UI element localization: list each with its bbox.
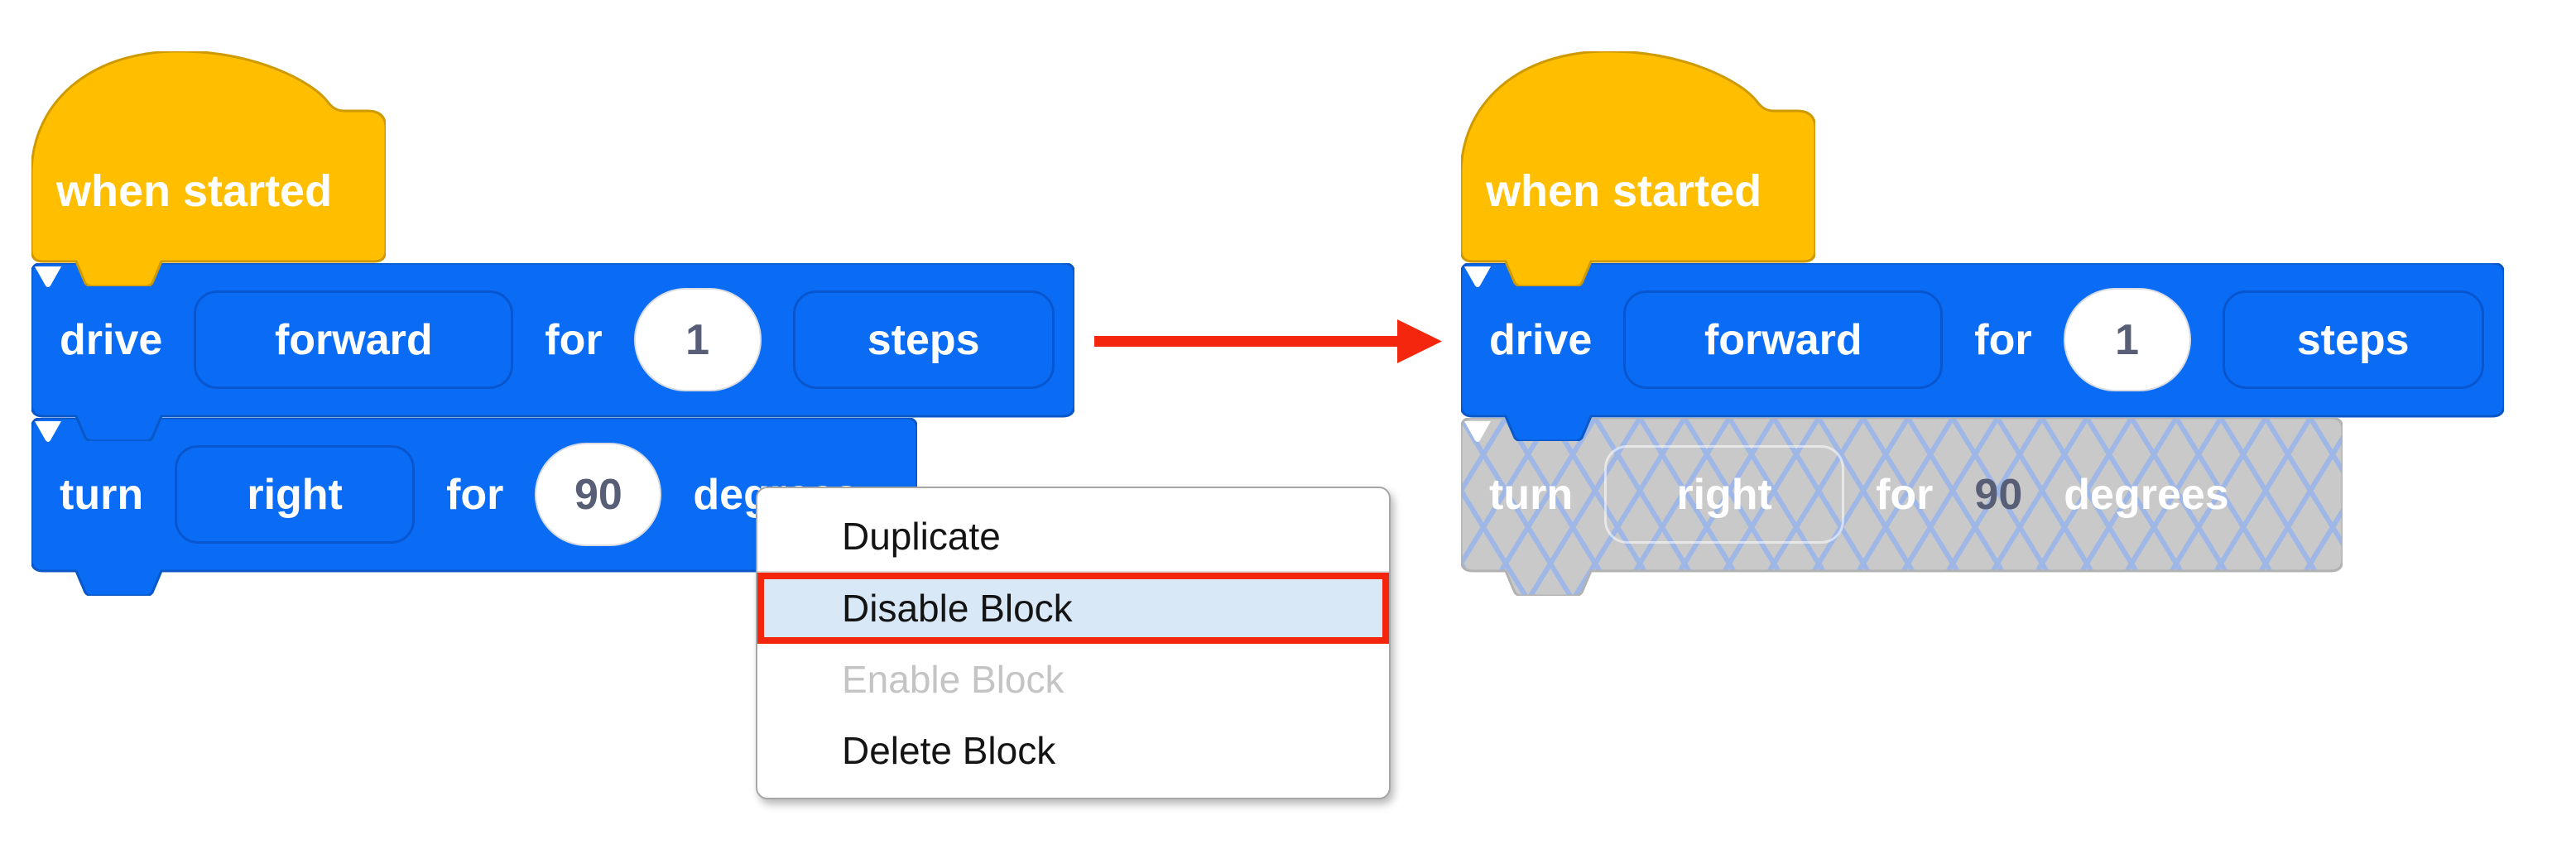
chevron-down-icon bbox=[35, 266, 61, 287]
disabled-block-shape bbox=[1461, 418, 2343, 596]
hat-label: when started bbox=[1486, 166, 1762, 216]
drive-direction-value: forward bbox=[1704, 315, 1862, 364]
turn-direction-dropdown[interactable]: right bbox=[1464, 421, 1845, 544]
hat-label: when started bbox=[56, 166, 333, 216]
drive-block-content: drive forward for 1 steps bbox=[1461, 263, 2504, 416]
turn-angle-input[interactable]: 90 bbox=[535, 443, 662, 546]
menu-item-label: Duplicate bbox=[842, 515, 1001, 558]
turn-preposition-label: for bbox=[1876, 470, 1934, 519]
menu-item-disable-block[interactable]: Disable Block bbox=[757, 573, 1389, 644]
drive-unit-dropdown[interactable]: steps bbox=[1464, 266, 2484, 389]
arrow-shaft bbox=[1094, 336, 1409, 347]
turn-direction-value: right bbox=[247, 470, 343, 519]
drive-preposition-label: for bbox=[1974, 315, 2032, 364]
turn-direction-dropdown[interactable]: right bbox=[35, 421, 416, 544]
drive-direction-value: forward bbox=[274, 315, 433, 364]
turn-verb-label: turn bbox=[60, 470, 144, 519]
chevron-down-icon bbox=[35, 421, 61, 442]
turn-unit-label: degrees bbox=[2064, 470, 2229, 519]
drive-block-right[interactable]: drive forward for 1 steps bbox=[1461, 263, 2504, 441]
arrow-head-icon bbox=[1397, 319, 1442, 363]
drive-verb-label: drive bbox=[60, 315, 163, 364]
drive-distance-input[interactable]: 1 bbox=[2063, 288, 2191, 391]
turn-block-shape bbox=[31, 418, 917, 596]
menu-item-label: Delete Block bbox=[842, 729, 1056, 772]
turn-block-left[interactable]: turn right for 90 degrees bbox=[31, 418, 917, 596]
drive-direction-dropdown[interactable]: forward bbox=[1464, 266, 1944, 389]
drive-verb-label: drive bbox=[1489, 315, 1593, 364]
drive-unit-value: steps bbox=[2296, 315, 2410, 364]
drive-direction-dropdown[interactable]: forward bbox=[35, 266, 514, 389]
when-started-hat-left[interactable]: when started bbox=[31, 51, 386, 286]
drive-preposition-label: for bbox=[545, 315, 603, 364]
drive-unit-value: steps bbox=[867, 315, 980, 364]
drive-block-left[interactable]: drive forward for 1 steps bbox=[31, 263, 1074, 441]
chevron-down-icon bbox=[1464, 266, 1491, 287]
turn-preposition-label: for bbox=[446, 470, 504, 519]
menu-item-label: Enable Block bbox=[842, 658, 1065, 701]
drive-distance-value: 1 bbox=[685, 315, 710, 364]
hat-block-shape bbox=[31, 51, 386, 286]
context-menu: Duplicate Disable Block Enable Block Del… bbox=[756, 487, 1391, 799]
drive-distance-input[interactable]: 1 bbox=[633, 288, 762, 391]
when-started-hat-right[interactable]: when started bbox=[1461, 51, 1815, 286]
turn-angle-value: 90 bbox=[574, 470, 622, 519]
turn-block-content: turn right for 90 degrees bbox=[1461, 418, 2343, 571]
hat-block-shape bbox=[1461, 51, 1815, 286]
turn-direction-value: right bbox=[1676, 470, 1772, 519]
menu-item-label: Disable Block bbox=[842, 587, 1073, 630]
drive-distance-value: 1 bbox=[2115, 315, 2140, 364]
menu-item-enable-block: Enable Block bbox=[757, 644, 1389, 715]
drive-unit-dropdown[interactable]: steps bbox=[35, 266, 1055, 389]
turn-block-right-disabled[interactable]: turn right for 90 degrees bbox=[1461, 418, 2343, 596]
menu-item-delete-block[interactable]: Delete Block bbox=[757, 715, 1389, 786]
turn-angle-value: 90 bbox=[1974, 470, 2023, 519]
menu-item-duplicate[interactable]: Duplicate bbox=[757, 501, 1389, 573]
chevron-down-icon bbox=[1464, 421, 1491, 442]
turn-verb-label: turn bbox=[1489, 470, 1574, 519]
drive-block-content: drive forward for 1 steps bbox=[31, 263, 1074, 416]
